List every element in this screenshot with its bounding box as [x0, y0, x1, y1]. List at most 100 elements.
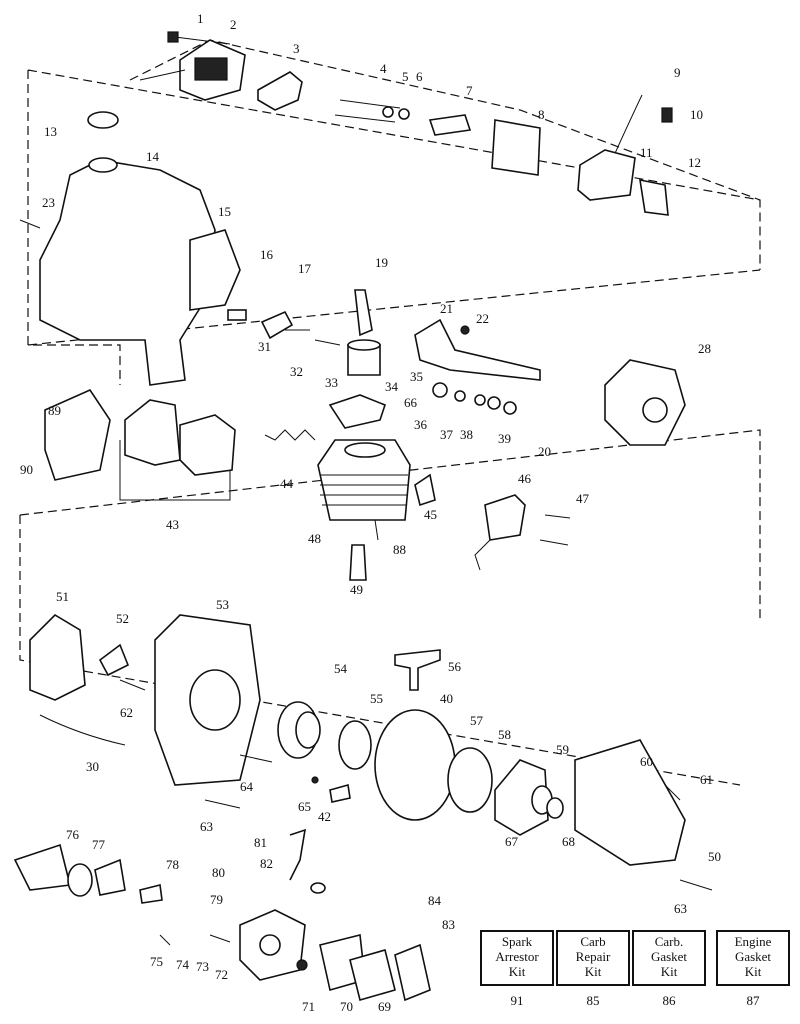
part-label: 32: [290, 364, 303, 379]
part-label: 89: [48, 403, 61, 418]
part-label: 44: [280, 476, 293, 491]
part-56-handle: [394, 649, 441, 691]
part-label: 37: [440, 427, 453, 442]
part-16: [227, 309, 247, 321]
part-21-crankshaft: [414, 318, 541, 381]
part-65: [311, 776, 319, 784]
part-label: 49: [350, 582, 363, 597]
part-label: 78: [166, 857, 179, 872]
part-3-bracket: [257, 71, 303, 111]
part-label: 73: [196, 959, 209, 974]
part-label: 5: [402, 69, 409, 84]
part-55-bearing: [338, 720, 372, 770]
part-label: 30: [86, 759, 99, 774]
part-label: 36: [414, 417, 427, 432]
part-label: 90: [20, 462, 33, 477]
part-64: [239, 754, 273, 763]
part-label: 6: [416, 69, 423, 84]
part-label: 14: [146, 149, 159, 164]
kit-title-line: Kit: [660, 964, 678, 979]
kit-title-line: Carb: [580, 934, 606, 949]
kit-title-line: Repair: [575, 949, 611, 964]
part-label: 47: [576, 491, 589, 506]
part-label: 10: [690, 107, 703, 122]
part-label: 51: [56, 589, 69, 604]
part-label: 52: [116, 611, 129, 626]
part-label: 76: [66, 827, 79, 842]
part-69: [349, 949, 396, 1001]
part-12-gasket: [639, 178, 669, 216]
part-59-clutch: [494, 759, 549, 836]
part-label: 56: [448, 659, 461, 674]
kit-title-line: Kit: [744, 964, 762, 979]
part-label: 43: [166, 517, 179, 532]
part-label: 65: [298, 799, 311, 814]
part-label: 39: [498, 431, 511, 446]
kit-title-line: Kit: [508, 964, 526, 979]
part-34-gasket: [328, 394, 386, 429]
part-label: 4: [380, 61, 387, 76]
part-61-screw: [664, 784, 681, 801]
part-label: 75: [150, 954, 163, 969]
part-48-cylinder: [317, 439, 411, 521]
kit-number: 86: [662, 993, 676, 1008]
part-label: 28: [698, 341, 711, 356]
part-49-spark-plug: [349, 544, 367, 581]
part-label: 71: [302, 999, 315, 1014]
part-label: 63: [674, 901, 687, 916]
part-label: 8: [538, 107, 545, 122]
part-label: 46: [518, 471, 531, 486]
part-19-connecting-rod: [354, 289, 373, 337]
kit-title-line: Spark: [501, 934, 533, 949]
part-label: 84: [428, 893, 441, 908]
part-label: 33: [325, 375, 338, 390]
part-label: 7: [466, 83, 473, 98]
part-label: 74: [176, 957, 189, 972]
part-71: [296, 959, 308, 971]
part-45: [414, 473, 436, 507]
part-2-cover: [139, 39, 246, 101]
part-62: [119, 679, 146, 691]
part-label: 15: [218, 204, 231, 219]
part-label: 77: [92, 837, 105, 852]
kit-number: 87: [746, 993, 760, 1008]
part-label: 42: [318, 809, 331, 824]
kit-title-line: Gasket: [650, 949, 688, 964]
part-label: 38: [460, 427, 473, 442]
part-label: 82: [260, 856, 273, 871]
part-label: 31: [258, 339, 271, 354]
kit-title-line: Gasket: [734, 949, 772, 964]
part-label: 23: [42, 195, 55, 210]
part-label: 61: [700, 772, 713, 787]
part-14-fuel-tank: [39, 159, 216, 386]
part-label: 2: [230, 17, 237, 32]
part-label: 22: [476, 311, 489, 326]
part-43-filter-housing: [124, 399, 181, 466]
part-label: 1: [197, 11, 204, 26]
kit-title-line: Carb.: [654, 934, 684, 949]
part-1-screw: [167, 31, 231, 45]
part-label: 67: [505, 834, 518, 849]
part-23-pin: [19, 219, 41, 229]
part-label: 57: [470, 713, 483, 728]
part-label: 34: [385, 379, 398, 394]
kit-number: 85: [586, 993, 600, 1008]
part-label: 69: [378, 999, 391, 1014]
part-4-7-bolts: [334, 99, 472, 136]
part-10-nut: [661, 107, 673, 123]
part-label: 70: [340, 999, 353, 1014]
part-label: 58: [498, 727, 511, 742]
part-13-cap: [87, 111, 119, 129]
part-label: 79: [210, 892, 223, 907]
part-30-wire: [39, 714, 126, 746]
part-label: 16: [260, 247, 273, 262]
part-label: 13: [44, 124, 57, 139]
part-label: 54: [334, 661, 347, 676]
part-label: 50: [708, 849, 721, 864]
part-83-84: [394, 943, 431, 1002]
part-label: 64: [240, 779, 253, 794]
